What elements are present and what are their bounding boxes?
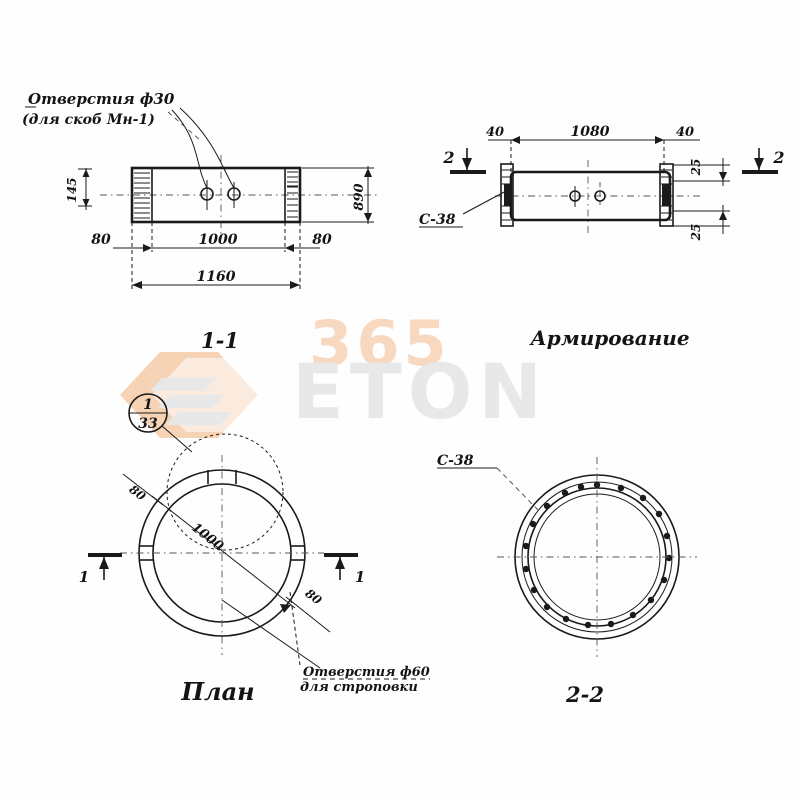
plan-callout-line1: Отверстия ф60	[303, 665, 430, 680]
dim-145-arrow-bottom	[82, 199, 90, 207]
view-reinforcement: Армирование	[437, 326, 697, 707]
dim-890-arrow-bottom	[364, 213, 372, 222]
plan-dim-80-left-line	[122, 473, 164, 506]
leader-dashed	[167, 111, 201, 141]
side-left-hatch	[502, 169, 512, 221]
plan-phantom-circle	[166, 433, 284, 551]
view-plan: 1-1 1 33	[79, 328, 430, 706]
section-mark-1-left-label: 1	[79, 568, 89, 586]
plan-callout-leader	[221, 599, 321, 669]
reinf-c38-leader-d	[496, 467, 541, 513]
plan-dim-1000-line	[151, 495, 296, 609]
dim-1160-label: 1160	[197, 269, 236, 285]
annotation-holes-phi30-line2: (для скоб Мн-1)	[22, 112, 155, 128]
dim-1080-arrow-left	[511, 136, 520, 144]
dim-25-bottom-arrow	[719, 211, 727, 220]
elevation-body-outline	[130, 166, 302, 224]
dim-25-top-label: 25	[689, 159, 703, 177]
c38-label-side: С-38	[419, 212, 456, 228]
plan-title: План	[180, 677, 254, 706]
plan-dim-80-left-label: 80	[127, 482, 149, 504]
reinf-c38-label: С-38	[437, 453, 474, 469]
section-mark-1-right-label: 1	[355, 568, 365, 586]
plan-dim-80-right-line	[285, 596, 331, 633]
dim-80-right-label: 80	[312, 232, 332, 248]
side-right-insert	[662, 184, 670, 206]
section-mark-2-right-label: 2	[772, 148, 784, 167]
detail-bubble-top-label: 1	[143, 397, 153, 413]
plan-dim-1000-arrow	[280, 604, 291, 613]
dim-145-arrow-top	[82, 169, 90, 177]
plan-callout-leader2	[289, 591, 301, 666]
dim-890-arrow-top	[364, 168, 372, 177]
dim-1160-arrow-left	[132, 281, 142, 289]
section-mark-2-left-label: 2	[442, 148, 454, 167]
side-left-insert	[504, 184, 511, 206]
dim-80-left-label: 80	[91, 232, 111, 248]
detail-bubble-leader	[161, 425, 193, 453]
plan-slots	[139, 470, 305, 561]
elevation-left-hatch	[134, 172, 150, 219]
dim-25-top-arrow	[719, 172, 727, 181]
reinforcement-title: Армирование	[528, 326, 689, 350]
dim-1000-arrow-right	[285, 244, 294, 252]
dim-145-label: 145	[65, 177, 79, 202]
leader-hole-left	[171, 109, 208, 189]
detail-bubble: 1 33	[128, 393, 193, 453]
side-left-stub	[500, 163, 514, 227]
side-right-stub	[659, 163, 674, 227]
plan-callout-line2: для строповки	[300, 680, 418, 695]
plan-dim-1000-label: 1000	[188, 520, 226, 554]
plan-dim-80-right-label: 80	[303, 586, 325, 608]
plan-section-title: 1-1	[201, 328, 239, 353]
dim-1160-arrow-right	[290, 281, 300, 289]
section-mark-2-right: 2	[742, 148, 785, 174]
section-mark-1-left: 1	[79, 553, 122, 586]
section-mark-2-left: 2	[442, 148, 486, 174]
dim-40-right-label: 40	[676, 125, 694, 140]
annotation-holes-phi30-line1: Отверстия ф30	[28, 90, 175, 108]
view-elevation-front: Отверстия ф30 (для скоб Мн-1) 890 145	[22, 90, 378, 290]
dim-1080-arrow-right	[655, 136, 664, 144]
dim-40-left-label: 40	[486, 125, 504, 140]
reinforcement-section-title: 2-2	[565, 682, 604, 707]
reinf-bars	[522, 481, 673, 629]
detail-bubble-bottom-label: 33	[138, 416, 158, 432]
dim-25-bottom-label: 25	[689, 224, 703, 242]
dim-1000-label: 1000	[199, 232, 238, 248]
dim-1000-arrow-left	[143, 244, 152, 252]
dim-890-label: 890	[352, 183, 367, 210]
c38-leader	[462, 189, 509, 215]
elevation-right-hatch	[287, 171, 298, 218]
view-elevation-side: 2 2	[419, 124, 785, 241]
dim-1080-label: 1080	[571, 124, 610, 140]
leader-hole-right	[179, 107, 235, 189]
section-mark-1-right: 1	[324, 553, 365, 586]
